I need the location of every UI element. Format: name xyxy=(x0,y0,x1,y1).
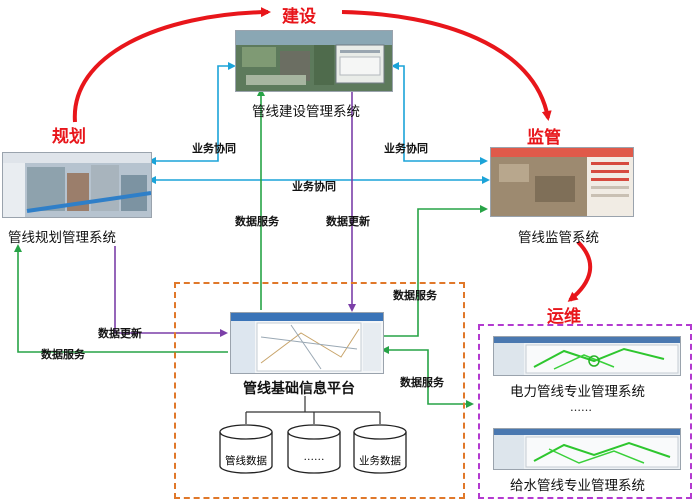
platform-zone xyxy=(174,282,465,499)
stage-plan: 规划 xyxy=(52,127,86,147)
power-system-caption: 电力管线专业管理系统 xyxy=(510,384,645,400)
supervision-system-screenshot xyxy=(490,147,634,217)
database-business-label: 业务数据 xyxy=(359,455,401,467)
flow-label-service-left: 数据服务 xyxy=(41,348,85,361)
flow-label-service-up: 数据服务 xyxy=(235,215,279,228)
flow-label-update-left: 数据更新 xyxy=(98,327,142,340)
service-line-right xyxy=(381,346,474,408)
planning-system-caption: 管线规划管理系统 xyxy=(8,230,116,246)
cycle-arrow-supervise-to-operate xyxy=(567,240,593,302)
operations-zone xyxy=(478,324,692,499)
flow-label-coop-left: 业务协同 xyxy=(192,142,236,155)
flow-label-service-right: 数据服务 xyxy=(400,376,444,389)
coop-line-left xyxy=(148,62,236,165)
water-system-screenshot xyxy=(493,428,681,470)
database-other: …… xyxy=(287,424,341,474)
platform-caption: 管线基础信息平台 xyxy=(243,381,355,397)
update-line-left xyxy=(114,246,228,337)
stage-build: 建设 xyxy=(282,7,316,27)
coop-line-right xyxy=(391,62,488,165)
cycle-arrow-plan-to-build xyxy=(72,7,271,123)
flow-label-service-right-top: 数据服务 xyxy=(393,289,437,302)
database-pipeline: 管线数据 xyxy=(219,424,273,474)
construction-system-caption: 管线建设管理系统 xyxy=(252,104,360,120)
flow-label-coop-middle: 业务协同 xyxy=(292,180,336,193)
planning-system-screenshot xyxy=(2,152,152,218)
cycle-arrow-build-to-supervise xyxy=(341,10,552,121)
service-line-right-top xyxy=(383,205,488,337)
stage-operate: 运维 xyxy=(547,307,581,327)
construction-system-screenshot xyxy=(235,30,393,92)
supervision-system-caption: 管线监管系统 xyxy=(518,230,599,246)
flow-label-update-down: 数据更新 xyxy=(326,215,370,228)
water-system-caption: 给水管线专业管理系统 xyxy=(510,478,645,494)
operations-ellipsis: …… xyxy=(570,401,592,414)
database-pipeline-label: 管线数据 xyxy=(225,455,267,467)
power-system-screenshot xyxy=(493,336,681,376)
service-line-left xyxy=(14,244,228,353)
stage-supervise: 监管 xyxy=(527,128,561,148)
platform-screenshot xyxy=(230,312,384,374)
database-business: 业务数据 xyxy=(353,424,407,474)
flow-label-coop-right: 业务协同 xyxy=(384,142,428,155)
database-other-label: …… xyxy=(303,451,325,463)
db-tree xyxy=(245,396,381,424)
